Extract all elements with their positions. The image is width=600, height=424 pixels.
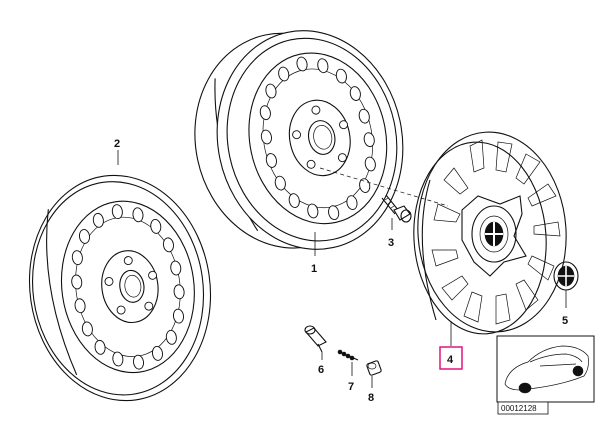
inset-car-illustration xyxy=(504,345,589,394)
wheel-bolt-illustration xyxy=(381,194,412,223)
valve-cap-illustration xyxy=(366,360,382,376)
callout-5[interactable]: 5 xyxy=(562,315,568,327)
inset-panel xyxy=(496,335,595,403)
rim-rear-illustration xyxy=(28,174,212,402)
assembly-axis-line xyxy=(319,167,449,207)
rim-rear-vent-holes xyxy=(71,204,185,370)
callout-2[interactable]: 2 xyxy=(114,138,120,150)
callout-1[interactable]: 1 xyxy=(311,263,317,275)
callout-3[interactable]: 3 xyxy=(388,237,394,249)
rim-front-bolt-holes xyxy=(292,105,349,169)
callout-4-highlight-box xyxy=(439,346,463,370)
hub-cap-vent-slots xyxy=(431,139,561,325)
hub-cap-illustration xyxy=(413,131,567,335)
inset-code: 00012128 xyxy=(501,404,537,413)
inset-wheel-rear-marker xyxy=(572,365,584,377)
callout-6[interactable]: 6 xyxy=(318,364,324,376)
callout-4[interactable]: 4 xyxy=(447,354,454,366)
rim-front-illustration xyxy=(194,30,404,250)
inset-wheel-front-marker xyxy=(518,382,532,394)
valve-illustration xyxy=(304,325,327,353)
rim-rear-bolt-holes xyxy=(104,256,158,315)
valve-core-illustration xyxy=(337,349,359,361)
callout-8[interactable]: 8 xyxy=(368,392,374,404)
callout-7[interactable]: 7 xyxy=(348,381,354,393)
inset-code-box xyxy=(497,401,549,415)
rim-front-vent-holes xyxy=(259,56,376,221)
center-emblem-illustration xyxy=(553,261,579,291)
